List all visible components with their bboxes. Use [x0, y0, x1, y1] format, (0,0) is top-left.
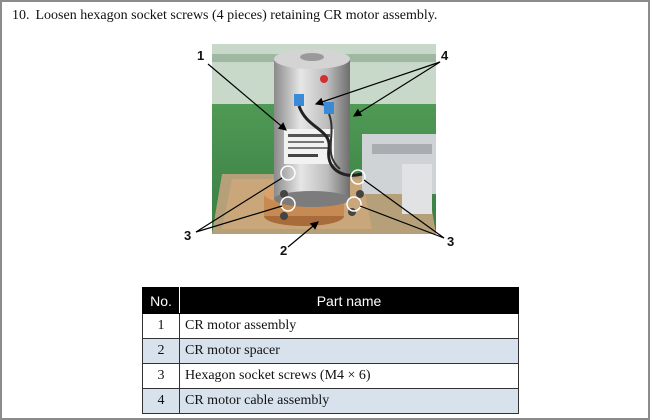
row-number: 4: [142, 388, 180, 414]
row-part-name: CR motor assembly: [179, 313, 519, 339]
row-part-name: CR motor spacer: [179, 338, 519, 364]
callout-2: 2: [280, 243, 288, 258]
header-no: No.: [142, 287, 180, 314]
header-part-name: Part name: [179, 287, 519, 314]
step-number: 10.: [12, 8, 30, 23]
callout-leader-lines: [195, 61, 445, 248]
table-row: 4 CR motor cable assembly: [142, 388, 519, 414]
row-part-name: Hexagon socket screws (M4 × 6): [179, 363, 519, 389]
parts-table: No. Part name 1 CR motor assembly 2 CR m…: [142, 287, 519, 414]
step-instruction: 10. Loosen hexagon socket screws (4 piece…: [12, 7, 437, 25]
row-part-name: CR motor cable assembly: [179, 388, 519, 414]
motor-figure: 1 4 3 2 3: [182, 42, 472, 262]
table-row: 2 CR motor spacer: [142, 338, 519, 364]
parts-table-header: No. Part name: [142, 287, 519, 314]
callout-1: 1: [197, 48, 205, 63]
callout-3-left: 3: [184, 228, 192, 243]
row-number: 1: [142, 313, 180, 339]
step-text: Loosen hexagon socket screws (4 pieces) …: [35, 8, 438, 23]
table-row: 3 Hexagon socket screws (M4 × 6): [142, 363, 519, 389]
row-number: 3: [142, 363, 180, 389]
callout-4: 4: [441, 48, 449, 63]
callout-3-right: 3: [447, 234, 455, 249]
row-number: 2: [142, 338, 180, 364]
table-row: 1 CR motor assembly: [142, 313, 519, 339]
